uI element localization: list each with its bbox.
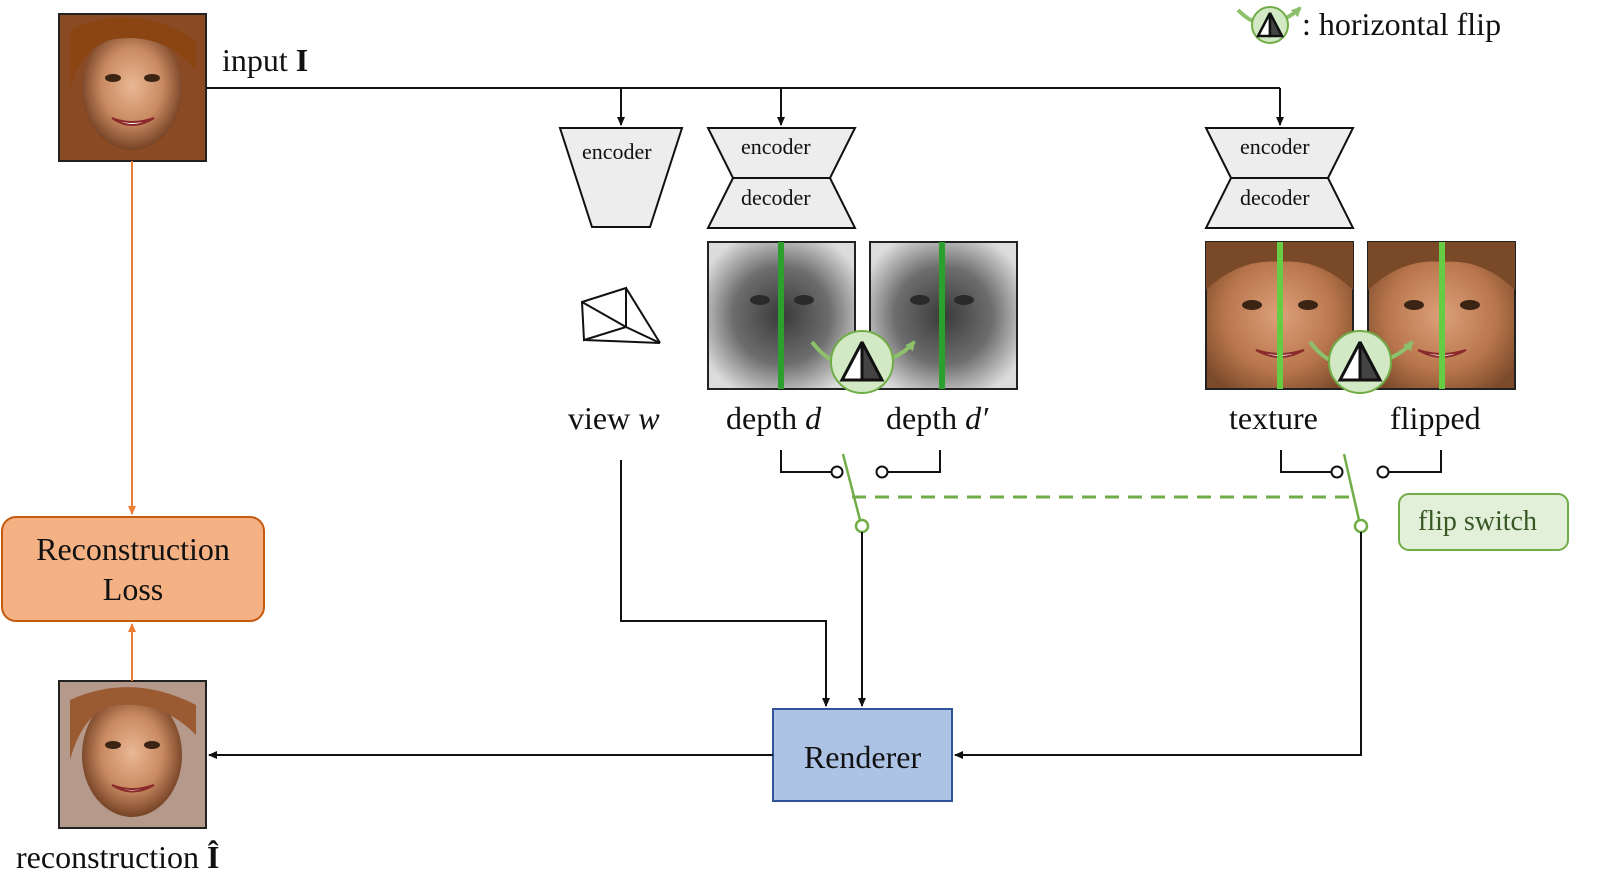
flip-switch-label: flip switch [1418,506,1537,537]
texture-switch [1280,450,1442,479]
view-encoder-shape [558,127,684,228]
depth-encoder-label: encoder [741,134,811,159]
renderer-box [772,708,953,802]
camera-icon [580,286,661,344]
depth-decoder-label: decoder [741,185,811,210]
view-label: view w [568,400,660,436]
flip-switch-box [1398,493,1569,551]
depth-flipped-label: depth d′ [886,400,989,436]
input-image [58,13,207,162]
depth-label: depth d [726,400,822,436]
view-encoder-label: encoder [582,139,652,164]
texture-autoencoder-shape [1204,127,1355,229]
flip-legend-icon [1236,6,1302,44]
loss-label: Reconstruction Loss [36,531,230,607]
reconstruction-label: reconstruction Î [16,839,220,875]
depth-map-flipped-image [869,241,1018,390]
texture-switch-lever [1342,453,1369,534]
depth-autoencoder-shape [706,127,857,229]
legend-text: : horizontal flip [1302,6,1502,42]
renderer-label: Renderer [803,739,922,775]
flip-icon-texture [1308,330,1414,394]
loss-box [1,516,265,622]
texture-encoder-label: encoder [1240,134,1310,159]
texture-decoder-label: decoder [1240,185,1310,210]
texture-label: texture [1229,400,1318,436]
depth-switch [780,450,941,479]
texture-flipped-label: flipped [1390,400,1481,436]
input-distribution-lines [206,87,1284,126]
input-label: input I [222,42,309,78]
renderer-input-lines [208,460,1362,759]
depth-switch-lever [841,453,870,534]
flip-icon-depth [810,330,916,394]
texture-flipped-image [1367,241,1516,390]
reconstruction-image [58,680,207,829]
